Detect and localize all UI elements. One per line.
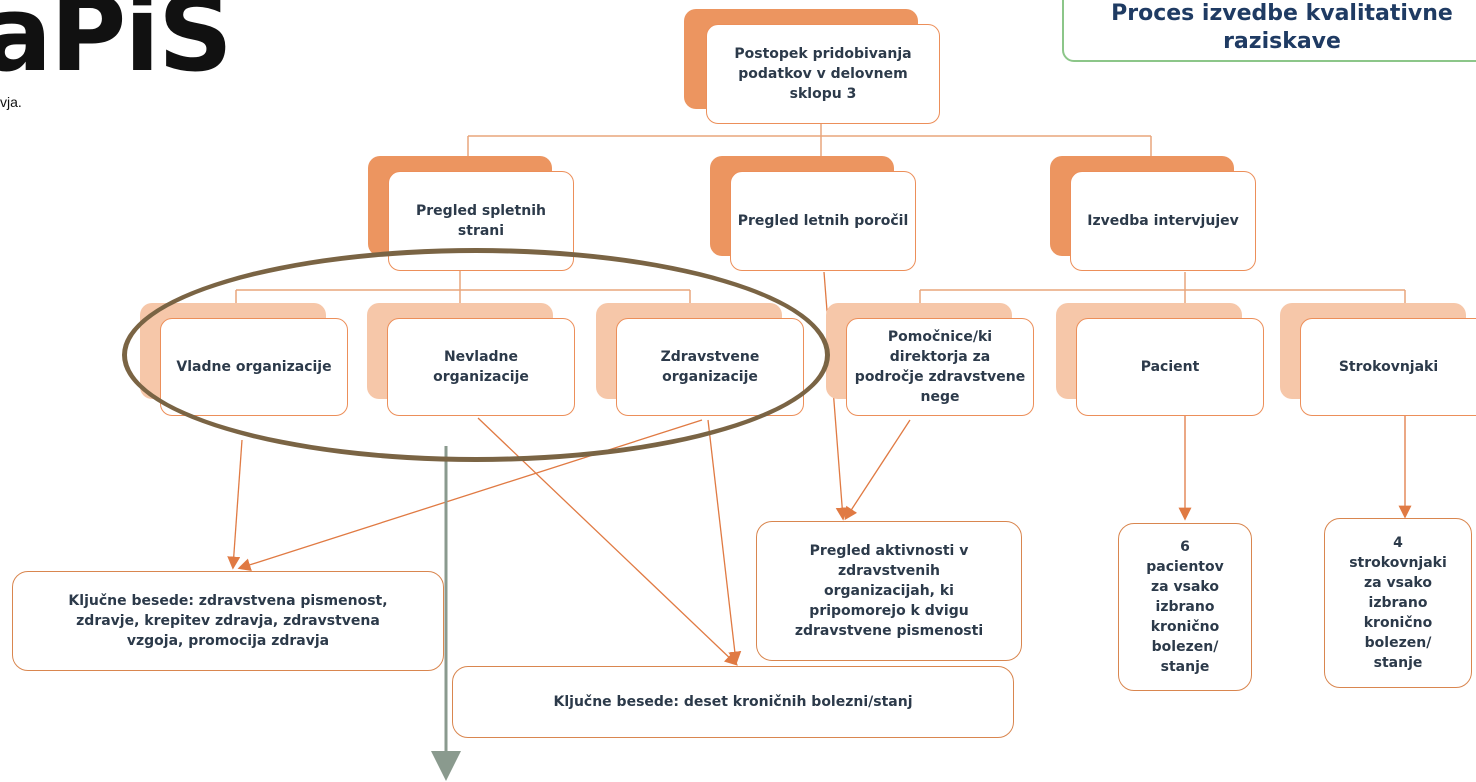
node-web-label: Pregled spletnih strani [416,203,546,239]
output-experts: 4 strokovnjaki za vsako izbrano kronično… [1324,518,1472,688]
node-root: Postopek pridobivanja podatkov v delovne… [706,24,940,124]
output-activities: Pregled aktivnosti v zdravstvenih organi… [756,521,1022,661]
output-experts-label: 4 strokovnjaki za vsako izbrano kronično… [1349,535,1447,671]
output-activities-label: Pregled aktivnosti v zdravstvenih organi… [794,543,984,639]
node-root-label: Postopek pridobivanja podatkov v delovne… [734,46,912,102]
output-keywords-health-literacy-label: Ključne besede: zdravstvena pismenost, z… [68,593,388,649]
node-experts: Strokovnjaki [1300,318,1476,416]
logo: aPiS [0,0,233,95]
logo-subtext: vja. [0,94,22,110]
output-patients: 6 pacientov za vsako izbrano kronično bo… [1118,523,1252,691]
title-line-2: raziskave [1223,29,1341,54]
output-patients-label: 6 pacientov za vsako izbrano kronično bo… [1146,539,1224,675]
node-interviews-label: Izvedba intervjujev [1087,213,1239,229]
node-assistant: Pomočnice/ki direktorja za področje zdra… [846,318,1034,416]
highlight-ellipse [122,248,830,462]
output-keywords-chronic-label: Ključne besede: deset kroničnih bolezni/… [553,694,913,710]
output-keywords-chronic: Ključne besede: deset kroničnih bolezni/… [452,666,1014,738]
title-line-1: Proces izvedbe kvalitativne [1111,1,1453,26]
node-patient-label: Pacient [1140,359,1200,375]
diagram-title: Proces izvedbe kvalitativne raziskave [1062,0,1476,62]
node-interviews: Izvedba intervjujev [1070,171,1256,271]
node-experts-label: Strokovnjaki [1338,359,1439,375]
node-reports: Pregled letnih poročil [730,171,916,271]
output-keywords-health-literacy: Ključne besede: zdravstvena pismenost, z… [12,571,444,671]
node-patient: Pacient [1076,318,1264,416]
node-assistant-label: Pomočnice/ki direktorja za področje zdra… [854,329,1026,405]
node-reports-label: Pregled letnih poročil [737,213,909,229]
